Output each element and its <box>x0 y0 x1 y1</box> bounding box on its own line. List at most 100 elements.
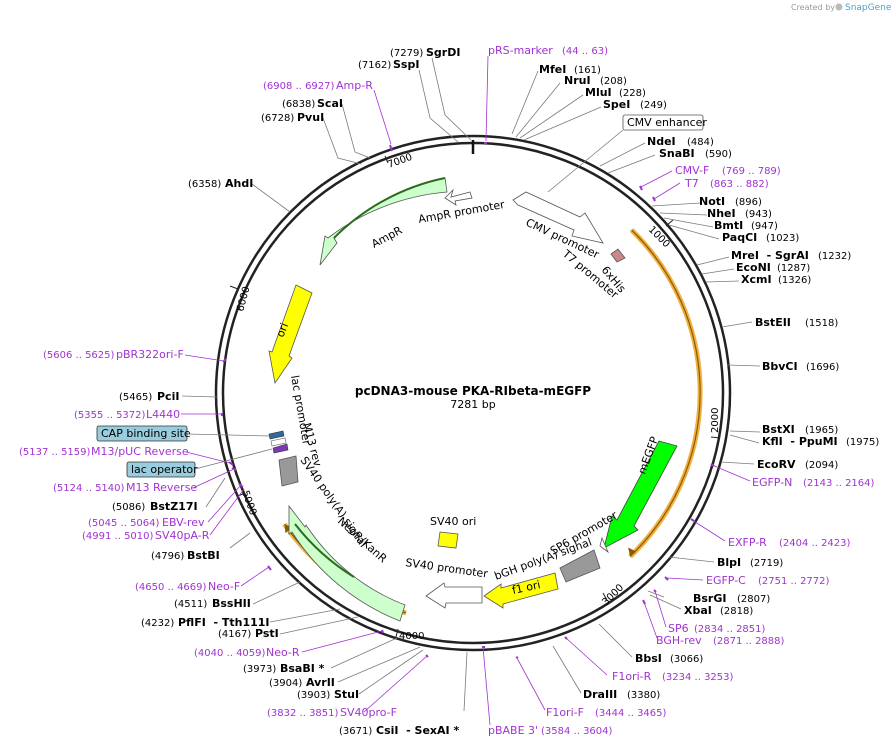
svg-text:Neo-R: Neo-R <box>266 646 300 659</box>
site-label-bmti: BmtI(947) <box>714 219 778 232</box>
primer-label-sv40pro-f: (3832 .. 3851)SV40pro-F <box>267 706 397 719</box>
svg-text:(2818): (2818) <box>720 606 753 617</box>
site-label-csii-sexai: (3671)CsiI - SexAI * <box>339 724 459 737</box>
svg-text:EGFP-N: EGFP-N <box>752 476 792 489</box>
site-label-pvui: (6728)PvuI <box>261 111 324 124</box>
label-sv40-promoter: SV40 promoter <box>405 556 490 580</box>
svg-text:(4991 .. 5010): (4991 .. 5010) <box>82 531 154 542</box>
svg-text:F1ori-F: F1ori-F <box>546 706 584 719</box>
svg-text:(5606 .. 5625): (5606 .. 5625) <box>43 350 115 361</box>
svg-text:(6908 .. 6927): (6908 .. 6927) <box>263 81 335 92</box>
cap-binding-site-box: CAP binding site <box>96 425 270 442</box>
svg-text:(3444 .. 3465): (3444 .. 3465) <box>595 708 667 719</box>
svg-text:(2094): (2094) <box>805 460 838 471</box>
label-ampr-promoter: AmpR promoter <box>417 198 506 226</box>
svg-text:(947): (947) <box>751 221 778 232</box>
site-label-bsrgi: BsrGI(2807) <box>693 592 770 605</box>
svg-text:(228): (228) <box>619 88 646 99</box>
svg-text:(5086): (5086) <box>112 502 145 513</box>
primer-label-sp6: SP6(2834 .. 2851) <box>668 622 766 635</box>
site-label-scai: (6838)ScaI <box>282 97 343 110</box>
svg-text:XbaI: XbaI <box>684 604 712 617</box>
svg-text:(3066): (3066) <box>670 654 703 665</box>
svg-text:(5355 .. 5372): (5355 .. 5372) <box>74 410 146 421</box>
feature-lac-elements <box>268 430 289 454</box>
svg-text:(6358): (6358) <box>188 179 221 190</box>
tick-label-2000: 2000 <box>710 408 721 433</box>
svg-text:(3584 .. 3604): (3584 .. 3604) <box>541 726 613 737</box>
site-label-ndei: NdeI(484) <box>647 135 714 148</box>
svg-text:PflFI - Tth111I: PflFI - Tth111I <box>178 616 270 629</box>
site-label-nrui: NruI(208) <box>564 74 627 87</box>
svg-text:(5124 .. 5140): (5124 .. 5140) <box>53 483 125 494</box>
site-label-snabi: SnaBI(590) <box>659 147 732 160</box>
svg-text:(44 .. 63): (44 .. 63) <box>562 46 608 57</box>
svg-text:(4511): (4511) <box>174 599 207 610</box>
feature-neor <box>288 504 406 622</box>
svg-text:(1232): (1232) <box>818 251 851 262</box>
svg-text:(4040 .. 4059): (4040 .. 4059) <box>194 648 266 659</box>
svg-text:EcoRV: EcoRV <box>757 458 796 471</box>
cap-binding-site-label: CAP binding site <box>101 427 191 440</box>
svg-text:Amp-R: Amp-R <box>336 79 373 92</box>
primer-label-neo-f: (4650 .. 4669)Neo-F <box>135 580 240 593</box>
svg-text:NotI: NotI <box>699 195 725 208</box>
svg-text:XcmI: XcmI <box>741 273 772 286</box>
primer-label-neo-r: (4040 .. 4059)Neo-R <box>194 646 300 659</box>
cmv-enhancer-box: CMV enhancer <box>547 114 707 193</box>
svg-text:CMV-F: CMV-F <box>675 164 709 177</box>
primer-label-egfp-n: EGFP-N(2143 .. 2164) <box>752 476 875 489</box>
svg-text:BbsI: BbsI <box>635 652 662 665</box>
svg-text:(1023): (1023) <box>766 233 799 244</box>
svg-text:(2834 .. 2851): (2834 .. 2851) <box>694 624 766 635</box>
primer-label-l4440: (5355 .. 5372)L4440 <box>74 408 180 421</box>
primer-label-t7: T7(863 .. 882) <box>684 177 769 190</box>
svg-text:(5137 .. 5159): (5137 .. 5159) <box>19 447 91 458</box>
site-label-bbvci: BbvCI(1696) <box>762 360 839 373</box>
snapgene-logo-icon <box>835 3 843 11</box>
site-leaders <box>181 57 761 712</box>
svg-text:(2404 .. 2423): (2404 .. 2423) <box>779 538 851 549</box>
site-label-ecorv: EcoRV (2094) <box>757 458 838 471</box>
svg-text:SV40pro-F: SV40pro-F <box>340 706 397 719</box>
site-label-ahdi: (6358)AhdI <box>188 177 253 190</box>
svg-text:BstEII: BstEII <box>755 316 791 329</box>
plasmid-name: pcDNA3-mouse PKA-RIbeta-mEGFP <box>355 384 591 398</box>
svg-text:(5045 .. 5064): (5045 .. 5064) <box>88 518 160 529</box>
site-label-bsteii: BstEII(1518) <box>755 316 838 329</box>
created-by-text: Created by <box>791 3 835 12</box>
site-label-bsabi: (3973)BsaBI * <box>243 662 325 675</box>
site-label-pcii: (5465)PciI <box>119 390 179 403</box>
site-label-xcmi: XcmI (1326) <box>741 273 811 286</box>
svg-text:MluI: MluI <box>585 86 612 99</box>
feature-ampr-promoter <box>444 188 473 206</box>
site-label-sgrdi: (7279)SgrDI <box>390 46 460 59</box>
svg-text:(896): (896) <box>735 197 762 208</box>
svg-text:M13/pUC Reverse: M13/pUC Reverse <box>91 445 189 458</box>
snapgene-brand: SnapGene <box>845 3 891 13</box>
svg-text:SspI: SspI <box>393 58 419 71</box>
svg-text:(2719): (2719) <box>750 558 783 569</box>
site-label-nhei: NheI(943) <box>707 207 772 220</box>
primer-label-m13-puc-reverse: (5137 .. 5159)M13/pUC Reverse <box>19 445 189 458</box>
site-label-stui: (3903)StuI <box>297 688 359 701</box>
feature-sv40-ori <box>437 531 459 549</box>
svg-text:(1326): (1326) <box>778 275 811 286</box>
label-ampr: AmpR <box>369 224 404 251</box>
svg-text:(3904): (3904) <box>269 678 302 689</box>
site-label-avrii: (3904)AvrII <box>269 676 335 689</box>
tick-label-4000: 4000 <box>399 631 424 642</box>
svg-text:BstXI: BstXI <box>762 423 795 436</box>
svg-text:BlpI: BlpI <box>717 556 741 569</box>
site-label-mfei: MfeI(161) <box>539 63 601 76</box>
svg-text:(1696): (1696) <box>806 362 839 373</box>
svg-text:(484): (484) <box>687 137 714 148</box>
svg-text:EBV-rev: EBV-rev <box>162 516 205 529</box>
tick-label-7000: 7000 <box>386 152 414 171</box>
site-label-mrei-sgrai: MreI - SgrAI(1232) <box>731 249 851 262</box>
primer-label-amp-r: (6908 .. 6927)Amp-R <box>263 79 373 92</box>
cmv-enhancer-label: CMV enhancer <box>627 116 707 129</box>
svg-text:(3380): (3380) <box>627 690 660 701</box>
svg-text:(7162): (7162) <box>358 60 391 71</box>
svg-text:BssHII: BssHII <box>212 597 251 610</box>
